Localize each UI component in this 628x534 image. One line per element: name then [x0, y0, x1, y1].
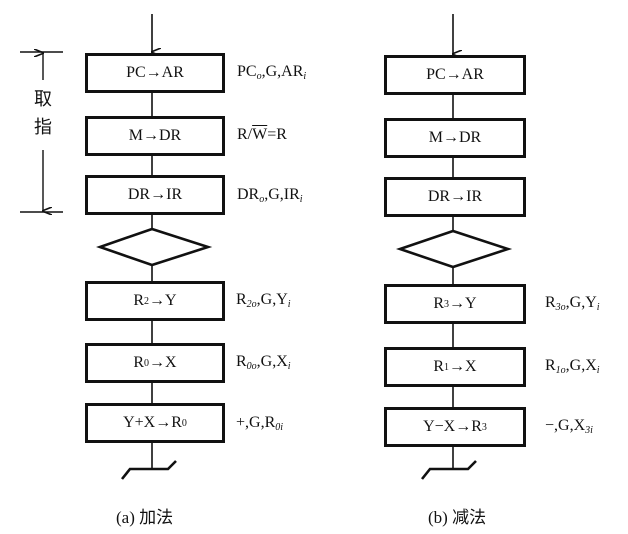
op-text: →AR — [445, 66, 484, 83]
fetch-label-char: 指 — [34, 117, 52, 138]
signal-text: =R — [267, 126, 287, 143]
signal-subscript: 0i — [275, 422, 284, 433]
op-text: →Y — [449, 295, 477, 312]
caption-subtraction: (b) 减法 — [428, 508, 487, 527]
signal-text-overline: W — [252, 126, 268, 143]
decision-diamond-right — [395, 229, 513, 269]
signal-r3-to-y: R3o,G,Yi — [545, 294, 600, 313]
fetch-label-char: 取 — [34, 89, 52, 110]
step-box-m-to-dr: M→DR — [384, 118, 526, 158]
signal-r1-to-x: R1o,G,Xi — [545, 357, 600, 376]
step-box-m-to-dr: M→DR — [85, 116, 225, 156]
signal-text: ,G,X — [256, 353, 288, 370]
signal-subscript: i — [303, 71, 307, 82]
signal-subscript: i — [299, 194, 303, 205]
op-subscript: 3 — [444, 298, 450, 310]
signal-subscript: i — [287, 299, 291, 310]
op-text: →DR — [143, 127, 182, 144]
signal-subscript: 3i — [585, 425, 593, 436]
signal-subscript: i — [596, 365, 600, 376]
op-subscript: 1 — [444, 361, 450, 373]
op-text: R — [433, 295, 445, 312]
step-box-dr-to-ir: DR→IR — [384, 177, 526, 217]
op-text: DR — [427, 188, 451, 205]
signal-read-write: R/W=R — [237, 126, 287, 144]
op-text: R — [133, 292, 145, 309]
step-box-dr-to-ir: DR→IR — [85, 175, 225, 215]
signal-text: R — [236, 353, 247, 370]
op-text: PC — [426, 66, 446, 83]
op-text: →IR — [450, 188, 483, 205]
end-symbol-left — [120, 460, 177, 480]
op-text: Y−X→R — [423, 418, 482, 435]
signal-subscript: o — [259, 194, 265, 205]
signal-text: ,G,X — [565, 357, 597, 374]
signal-subtract: −,G,X3i — [545, 417, 593, 436]
op-text: →X — [149, 354, 177, 371]
signal-r0-to-x: R0o,G,Xi — [236, 353, 291, 372]
signal-text: ,G,IR — [264, 186, 300, 203]
op-text: →Y — [149, 292, 177, 309]
signal-subscript: i — [287, 361, 291, 372]
signal-add: +,G,R0i — [236, 414, 283, 433]
signal-text: R — [545, 294, 556, 311]
signal-text: ,G,Y — [256, 291, 288, 308]
op-text: →IR — [150, 186, 183, 203]
signal-text: ,G,Y — [565, 294, 597, 311]
signal-text: ,G,AR — [261, 63, 304, 80]
fetch-label: 取 指 — [31, 86, 55, 142]
op-text: R — [133, 354, 145, 371]
signal-text: R/ — [237, 126, 253, 143]
op-text: Y+X→R — [123, 414, 182, 431]
signal-subscript: 1o — [555, 365, 566, 376]
signal-subscript: i — [596, 302, 600, 313]
op-text: PC — [126, 64, 146, 81]
op-text: →DR — [443, 129, 482, 146]
decision-diamond-left — [96, 227, 213, 267]
op-text: →X — [449, 358, 477, 375]
signal-text: DR — [237, 186, 260, 203]
signal-subscript: 0o — [246, 361, 257, 372]
signal-text: PC — [237, 63, 257, 80]
signal-text: R — [545, 357, 556, 374]
caption-addition: (a) 加法 — [116, 508, 174, 527]
op-text: R — [433, 358, 445, 375]
signal-pc-to-ar: PCo,G,ARi — [237, 63, 306, 82]
signal-subscript: o — [256, 71, 262, 82]
op-subscript: 2 — [144, 295, 150, 307]
op-text: DR — [127, 186, 151, 203]
signal-text: +,G,R — [236, 414, 276, 431]
op-text: M — [128, 127, 143, 144]
op-text: M — [428, 129, 443, 146]
op-subscript: 0 — [144, 357, 150, 369]
signal-dr-to-ir: DRo,G,IRi — [237, 186, 303, 205]
signal-r2-to-y: R2o,G,Yi — [236, 291, 291, 310]
op-subscript: 0 — [181, 417, 187, 429]
op-subscript: 3 — [481, 421, 487, 433]
step-box-pc-to-ar: PC→AR — [384, 55, 526, 95]
signal-subscript: 2o — [246, 299, 257, 310]
op-text: →AR — [145, 64, 184, 81]
end-symbol-right — [420, 460, 477, 480]
signal-text: −,G,X — [545, 417, 586, 434]
step-box-pc-to-ar: PC→AR — [85, 53, 225, 93]
signal-text: R — [236, 291, 247, 308]
signal-subscript: 3o — [555, 302, 566, 313]
